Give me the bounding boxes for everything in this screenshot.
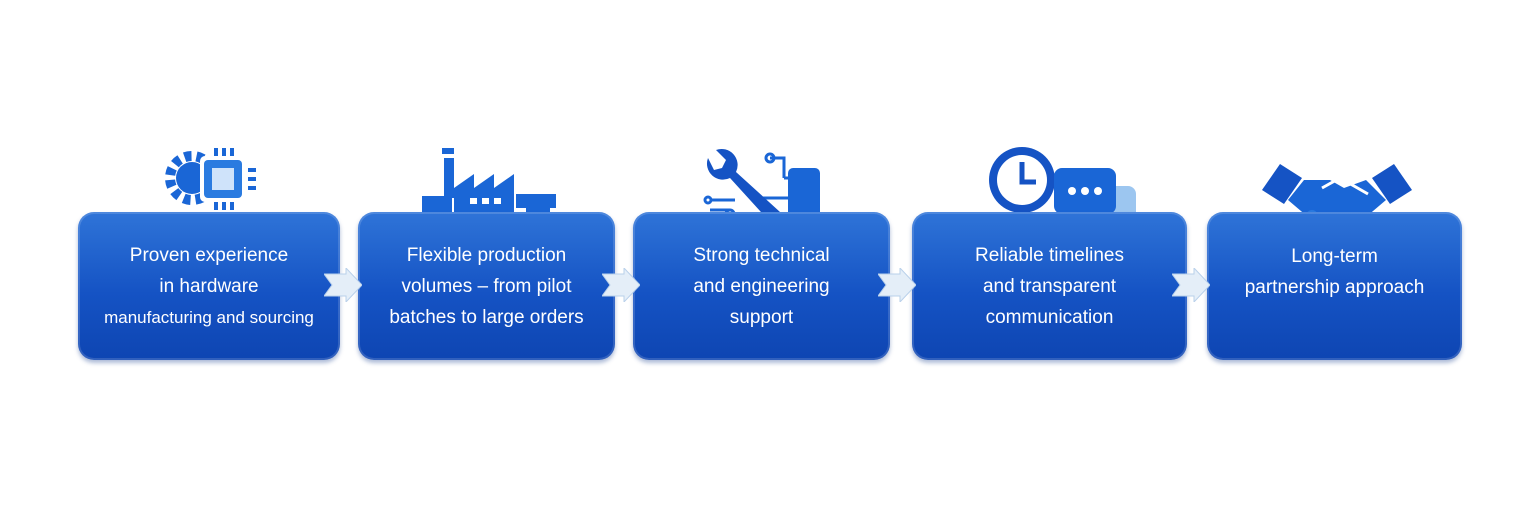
step-box-4: Reliable timelines and transparent commu… xyxy=(912,212,1187,360)
arrow-right-icon xyxy=(324,268,362,302)
gear-chip-icon xyxy=(165,148,256,210)
step-2-line-2: volumes – from pilot xyxy=(401,275,572,297)
step-5-line-1: Long-term xyxy=(1291,246,1378,267)
arrow-right-icon xyxy=(1172,268,1210,302)
wrench-circuit-icon xyxy=(703,148,820,222)
step-1-line-1: Proven experience xyxy=(129,244,289,266)
step-2-line-1: Flexible production xyxy=(406,244,567,266)
step-2-line-3: batches to large orders xyxy=(389,306,584,328)
step-3-line-3: support xyxy=(729,306,794,328)
step-3-line-1: Strong technical xyxy=(693,244,830,266)
step-4-line-3: communication xyxy=(985,306,1114,328)
step-box-5: Long-term partnership approach xyxy=(1207,212,1462,360)
clock-chat-icon xyxy=(989,147,1136,234)
step-4-line-1: Reliable timelines xyxy=(975,244,1124,266)
arrow-right-icon xyxy=(878,268,916,302)
step-4-line-2: and transparent xyxy=(982,275,1117,297)
step-box-2: Flexible production volumes – from pilot… xyxy=(358,212,615,360)
step-5-line-2: partnership approach xyxy=(1244,277,1425,298)
factory-icon xyxy=(422,148,556,220)
step-3-line-2: and engineering xyxy=(693,275,830,297)
step-1-line-3: manufacturing and sourcing xyxy=(104,307,314,327)
step-box-3: Strong technical and engineering support xyxy=(633,212,890,360)
step-box-1: Proven experience in hardware manufactur… xyxy=(78,212,340,360)
step-1-line-2: in hardware xyxy=(159,275,259,297)
arrow-right-icon xyxy=(602,268,640,302)
